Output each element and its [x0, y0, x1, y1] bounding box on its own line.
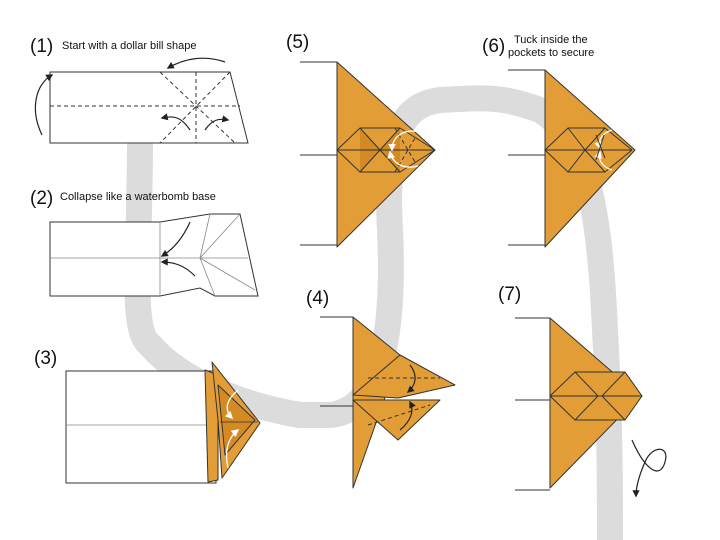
fold-arrow-icon: [160, 258, 196, 277]
step-5-number: (5): [286, 32, 309, 53]
step-5: (5): [286, 32, 436, 248]
bill-sheet: [49, 71, 249, 144]
valley-fold-icon: [406, 364, 416, 393]
step-3: (3): [34, 348, 261, 484]
step-6-caption-line2: pockets to secure: [508, 47, 594, 59]
step-7: (7): [498, 284, 667, 498]
step-2: (2) Collapse like a waterbomb base: [30, 188, 259, 297]
bill-body: [65, 370, 217, 484]
valley-fold-icon: [399, 400, 416, 431]
step-1-number: (1): [30, 36, 53, 57]
fold-arrow-icon: [388, 130, 421, 152]
fold-arrow-icon: [34, 74, 54, 136]
valley-fold-icon: [225, 429, 240, 469]
collapsed-sheet: [49, 213, 259, 297]
valley-fold-icon: [224, 389, 239, 420]
step-6-number: (6): [482, 36, 505, 57]
inner-flap: [217, 384, 256, 456]
tuck-arrow-icon: [594, 150, 613, 171]
step-6-caption-line1: Tuck inside the: [514, 34, 588, 46]
top-flap: [352, 354, 456, 399]
tuck-arrow-icon: [594, 129, 613, 150]
fold-arrow-icon: [160, 113, 191, 131]
fold-arrow-icon: [387, 150, 419, 168]
step-2-caption: Collapse like a waterbomb base: [60, 191, 216, 203]
step-1: (1) Start with a dollar bill shape: [30, 36, 249, 144]
fold-arrow-icon: [166, 57, 226, 69]
step-4: (4): [306, 288, 456, 489]
fold-arrow-icon: [160, 221, 191, 257]
bottom-flap: [352, 399, 441, 441]
step-4-number: (4): [306, 288, 329, 309]
turn-over-icon: [631, 439, 667, 498]
step-1-caption: Start with a dollar bill shape: [62, 40, 197, 52]
step-6: (6) Tuck inside the pockets to secure: [482, 34, 636, 248]
step-3-number: (3): [34, 348, 57, 369]
step-7-number: (7): [498, 284, 521, 305]
fold-arrow-icon: [204, 115, 230, 131]
step-2-number: (2): [30, 188, 53, 209]
